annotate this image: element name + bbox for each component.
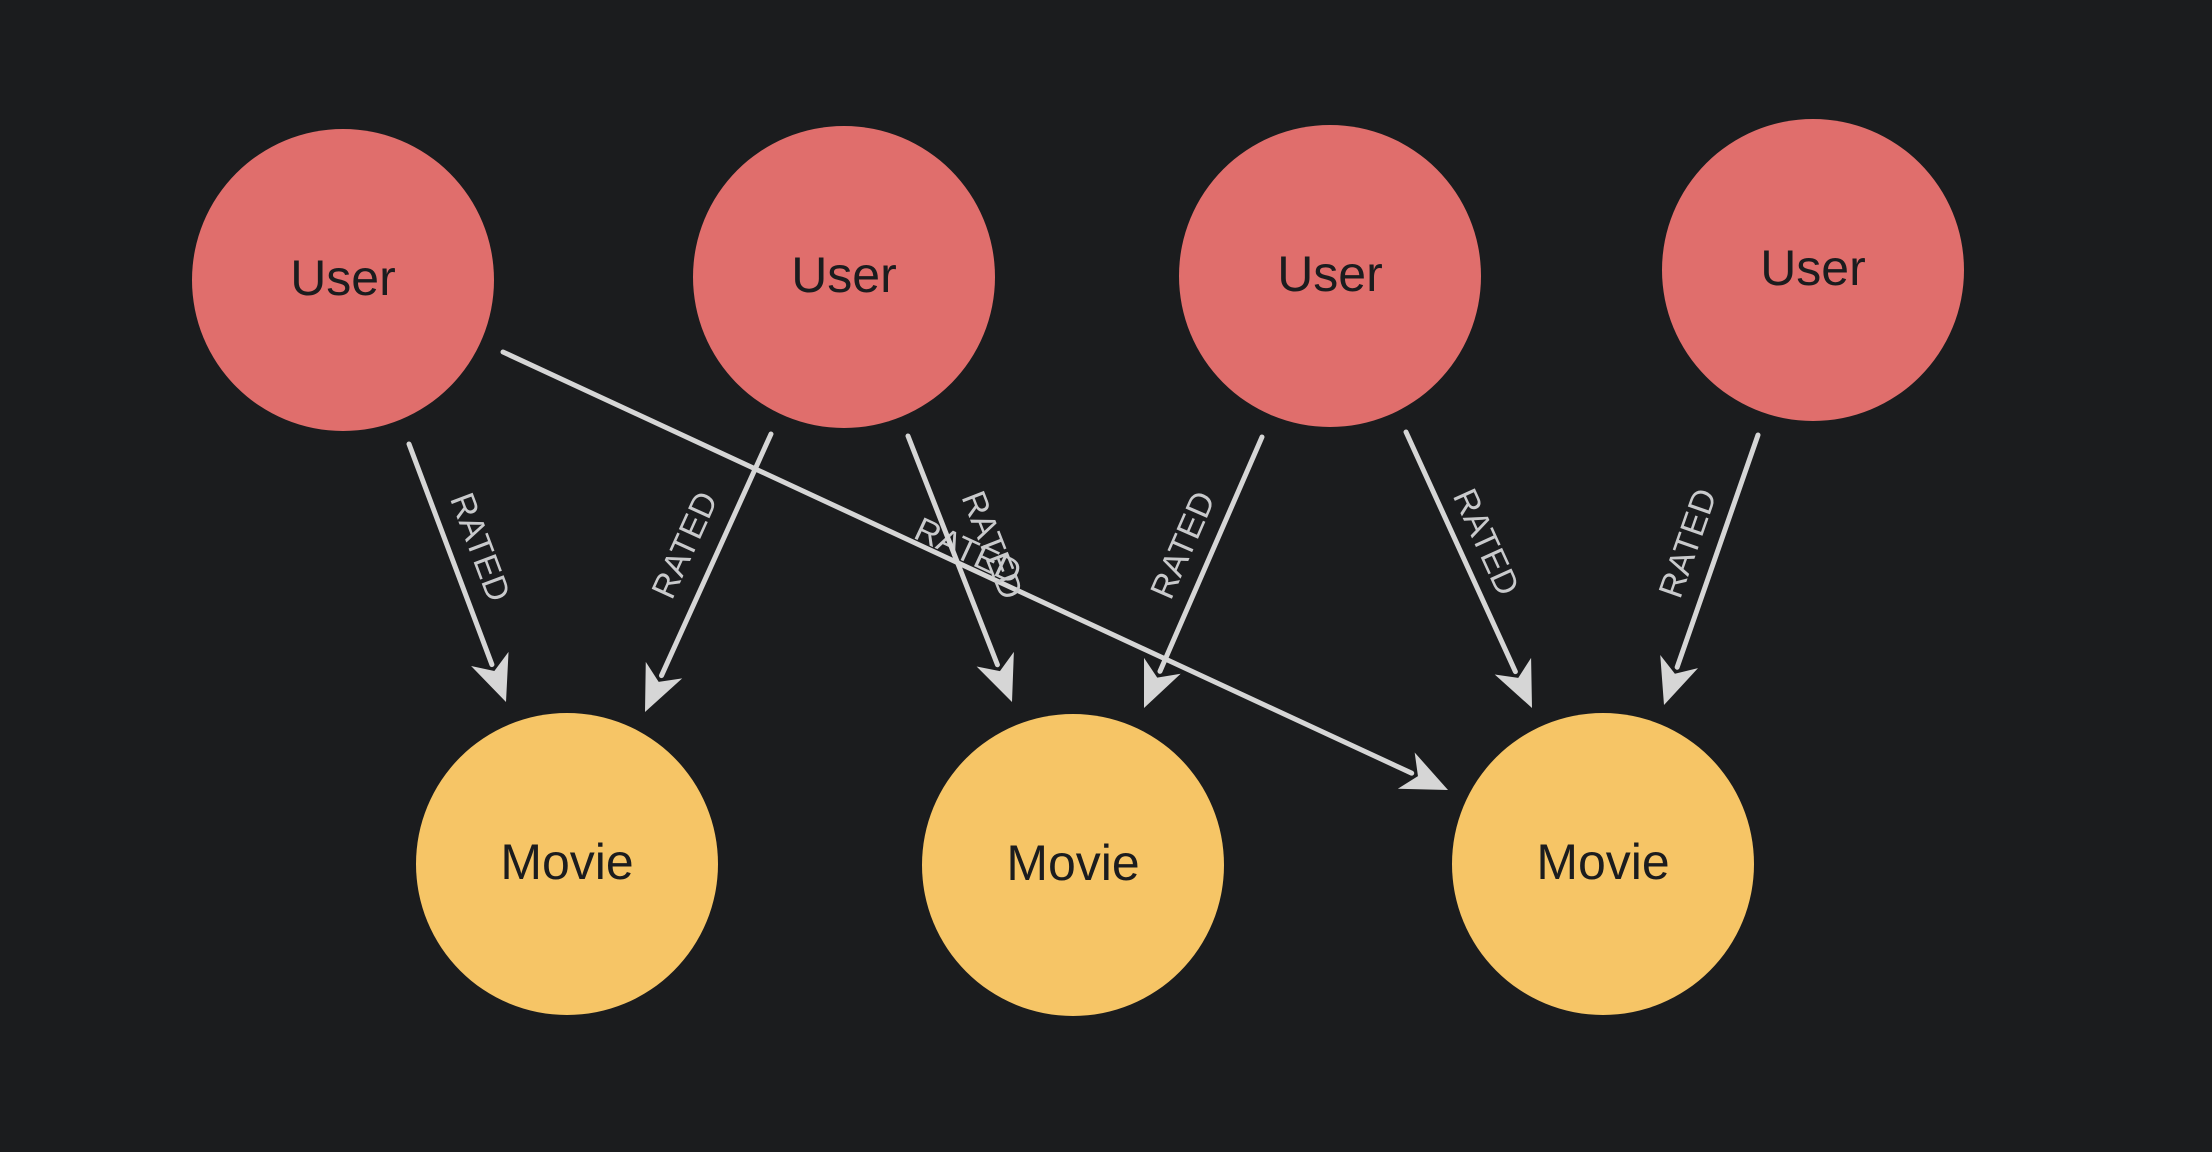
movie-node-label: Movie	[500, 834, 633, 890]
relationship-line	[1403, 429, 1518, 675]
movie-node-label: Movie	[1536, 834, 1669, 890]
movie-node[interactable]: Movie	[416, 713, 718, 1015]
user-node[interactable]: User	[693, 126, 995, 428]
user-node-circle	[1662, 119, 1964, 421]
movie-node-circle	[922, 714, 1224, 1016]
user-node-label: User	[1760, 240, 1866, 296]
movie-node-circle	[416, 713, 718, 1015]
arrowhead-icon	[645, 661, 683, 712]
arrowhead-icon	[471, 651, 509, 702]
user-node[interactable]: User	[1662, 119, 1964, 421]
user-node-label: User	[290, 250, 396, 306]
relationship-line	[1157, 434, 1265, 674]
relationship-line	[1674, 432, 1761, 670]
user-node-circle	[1179, 125, 1481, 427]
movie-node[interactable]: Movie	[1452, 713, 1754, 1015]
user-node-circle	[693, 126, 995, 428]
movie-node-label: Movie	[1006, 835, 1139, 891]
relationship-line	[406, 441, 495, 668]
arrowhead-icon	[1397, 752, 1448, 790]
user-node-label: User	[791, 247, 897, 303]
relationship-line	[659, 431, 774, 679]
movie-node[interactable]: Movie	[922, 714, 1224, 1016]
arrowhead-icon	[976, 651, 1014, 702]
relationship-line	[905, 433, 1000, 668]
arrowhead-icon	[1660, 654, 1699, 705]
user-node-circle	[192, 129, 494, 431]
arrowhead-icon	[1144, 657, 1181, 708]
arrowhead-icon	[1494, 657, 1532, 708]
user-node[interactable]: User	[1179, 125, 1481, 427]
user-node[interactable]: User	[192, 129, 494, 431]
user-node-label: User	[1277, 246, 1383, 302]
movie-node-circle	[1452, 713, 1754, 1015]
